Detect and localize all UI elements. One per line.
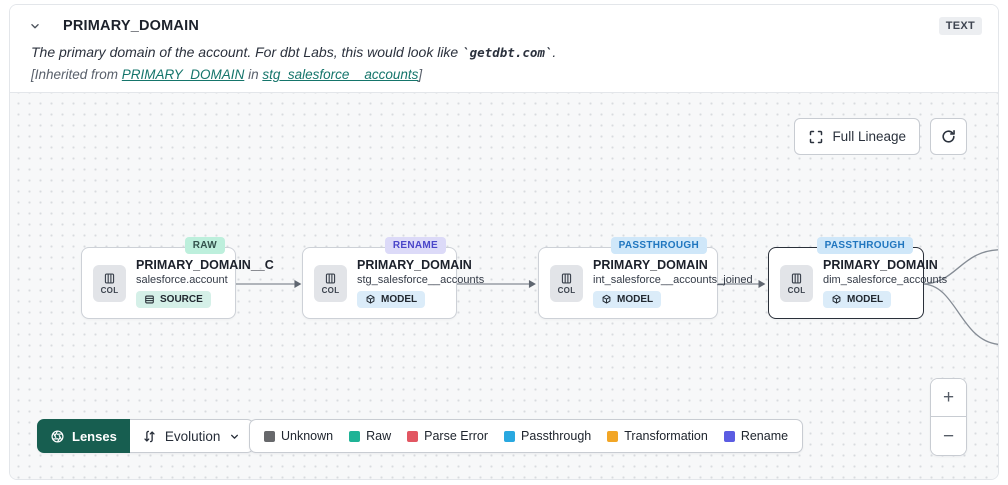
resource-type-label: SOURCE xyxy=(160,294,203,305)
description-period: . xyxy=(552,44,557,60)
legend-swatch xyxy=(264,430,275,442)
resource-type-badge: MODEL xyxy=(357,291,426,308)
inherited-note: [Inherited from PRIMARY_DOMAIN in stg_sa… xyxy=(31,67,982,82)
columns-icon xyxy=(104,272,115,284)
lineage-node[interactable]: RENAME COL PRIMARY_DOMAIN stg_salesforce… xyxy=(302,237,484,319)
resource-type-badge: SOURCE xyxy=(136,291,211,308)
lens-dropdown[interactable]: Evolution xyxy=(129,419,255,453)
node-subtitle: int_salesforce__accounts_joined xyxy=(593,274,753,286)
expand-icon xyxy=(810,130,823,143)
header: PRIMARY_DOMAIN TEXT The primary domain o… xyxy=(10,5,998,92)
legend-item: Parse Error xyxy=(407,429,488,443)
column-chip: COL xyxy=(314,264,347,302)
node-category-badge: PASSTHROUGH xyxy=(610,237,707,254)
evolution-icon xyxy=(144,430,155,442)
column-description: The primary domain of the account. For d… xyxy=(31,44,982,60)
model-icon xyxy=(602,294,611,304)
column-title: PRIMARY_DOMAIN xyxy=(63,18,199,34)
resource-type-badge: MODEL xyxy=(593,291,662,308)
columns-icon xyxy=(561,272,572,284)
legend-label: Unknown xyxy=(281,429,334,443)
description-code: `getdbt.com` xyxy=(462,45,553,60)
node-subtitle: stg_salesforce__accounts xyxy=(357,274,485,286)
legend-swatch xyxy=(349,430,361,442)
node-category-badge: RAW xyxy=(184,237,225,254)
inherited-middle: in xyxy=(244,67,263,82)
lineage-node[interactable]: RAW COL PRIMARY_DOMAIN__C salesforce.acc… xyxy=(81,237,274,319)
legend-item: Unknown xyxy=(264,429,333,443)
lens-selected-label: Evolution xyxy=(164,428,221,444)
legend-label: Raw xyxy=(366,429,392,443)
inherited-column-link[interactable]: PRIMARY_DOMAIN xyxy=(121,67,245,82)
zoom-out-button[interactable]: − xyxy=(931,417,966,455)
lenses-icon xyxy=(51,429,64,443)
full-lineage-button[interactable]: Full Lineage xyxy=(794,118,920,155)
legend-label: Parse Error xyxy=(424,429,489,443)
model-icon xyxy=(366,294,375,304)
legend-swatch xyxy=(607,430,619,442)
zoom-controls: + − xyxy=(930,378,967,456)
inherited-prefix: [Inherited from xyxy=(31,67,122,82)
source-icon xyxy=(145,295,154,304)
lineage-node[interactable]: PASSTHROUGH COL PRIMARY_DOMAIN int_sales… xyxy=(538,237,753,319)
lenses-button[interactable]: Lenses xyxy=(37,419,130,453)
column-chip: COL xyxy=(550,264,583,302)
node-category-badge: RENAME xyxy=(384,237,446,254)
chevron-down-icon xyxy=(231,434,239,439)
legend-label: Transformation xyxy=(624,429,708,443)
node-category-badge: PASSTHROUGH xyxy=(816,237,913,254)
zoom-in-button[interactable]: + xyxy=(931,379,966,417)
node-subtitle: salesforce.account xyxy=(136,274,228,286)
description-text: The primary domain of the account. For d… xyxy=(31,44,463,60)
legend: Unknown Raw Parse Error Passthrough Transfor… xyxy=(249,419,804,453)
column-chip-label: COL xyxy=(100,285,119,295)
node-title: PRIMARY_DOMAIN xyxy=(593,258,708,272)
column-chip-label: COL xyxy=(557,285,576,295)
resource-type-label: MODEL xyxy=(617,294,654,305)
inherited-model-link[interactable]: stg_salesforce__accounts xyxy=(262,67,419,82)
lineage-edges xyxy=(235,249,998,345)
lenses-label: Lenses xyxy=(72,428,117,444)
legend-item: Raw xyxy=(349,429,391,443)
column-chip-label: COL xyxy=(787,285,806,295)
legend-label: Rename xyxy=(740,429,789,443)
collapse-chevron-icon[interactable] xyxy=(26,17,44,35)
lens-controls: Lenses Evolution xyxy=(37,419,255,453)
resource-type-label: MODEL xyxy=(847,294,884,305)
legend-swatch xyxy=(723,430,735,442)
columns-icon xyxy=(325,272,336,284)
refresh-button[interactable] xyxy=(930,118,967,155)
columns-icon xyxy=(791,272,802,284)
legend-item: Rename xyxy=(723,429,789,443)
refresh-icon xyxy=(942,129,955,143)
full-lineage-label: Full Lineage xyxy=(832,129,906,144)
legend-swatch xyxy=(504,430,516,442)
lineage-node-selected[interactable]: PASSTHROUGH COL PRIMARY_DOMAIN dim_sales… xyxy=(768,237,947,319)
legend-swatch xyxy=(407,430,419,442)
node-title: PRIMARY_DOMAIN xyxy=(823,258,938,272)
node-subtitle: dim_salesforce_accounts xyxy=(823,274,948,286)
inherited-suffix: ] xyxy=(418,67,423,82)
resource-type-badge: MODEL xyxy=(823,291,892,308)
column-lineage-panel: PRIMARY_DOMAIN TEXT The primary domain o… xyxy=(9,4,999,480)
legend-item: Passthrough xyxy=(504,429,591,443)
column-chip: COL xyxy=(93,264,126,302)
node-title: PRIMARY_DOMAIN xyxy=(357,258,472,272)
model-icon xyxy=(832,294,841,304)
legend-label: Passthrough xyxy=(521,429,592,443)
node-title: PRIMARY_DOMAIN__C xyxy=(136,258,274,272)
column-chip: COL xyxy=(780,264,813,302)
column-chip-label: COL xyxy=(321,285,340,295)
resource-type-label: MODEL xyxy=(381,294,418,305)
lineage-canvas[interactable]: Full Lineage RAW COL PRIMARY_DOMAIN__C s… xyxy=(10,92,998,479)
column-type-badge: TEXT xyxy=(938,17,982,35)
legend-item: Transformation xyxy=(607,429,708,443)
